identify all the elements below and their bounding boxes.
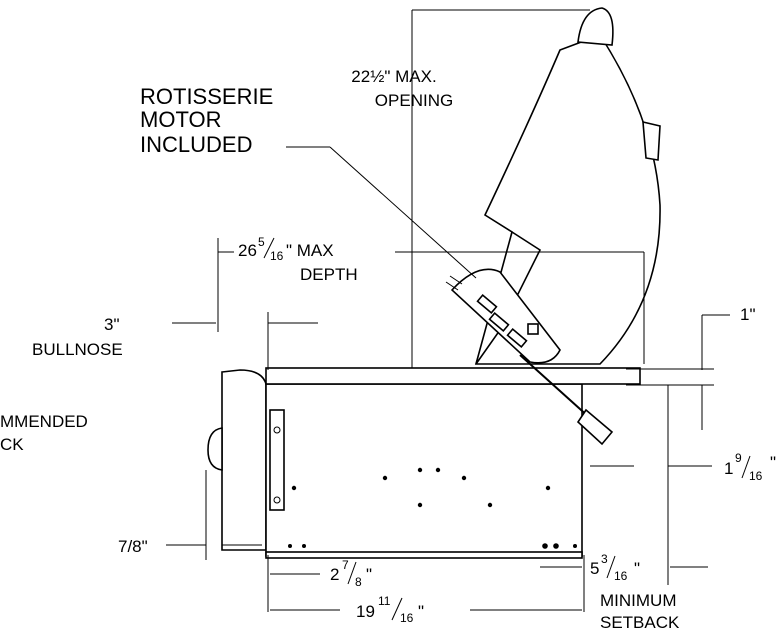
bracket-screw <box>273 426 281 434</box>
base-length-label: 19 11 16 " <box>356 594 424 625</box>
base-inset-label: 2 7 8 " <box>330 558 372 589</box>
fastener-dots <box>288 467 577 549</box>
svg-text:": " <box>366 565 372 584</box>
countertop-shelf <box>265 367 641 385</box>
rotisserie-motor <box>445 268 614 446</box>
power-cord <box>519 354 591 419</box>
motor-slot <box>506 328 528 348</box>
svg-text:1: 1 <box>724 459 733 478</box>
recommended-line1: MMENDED <box>0 412 88 431</box>
motor-callout-line3: INCLUDED <box>140 132 252 157</box>
recommended-line2: CK <box>0 435 24 454</box>
svg-text:16: 16 <box>749 469 763 483</box>
svg-text:": " <box>770 453 776 472</box>
base-rail <box>265 551 583 559</box>
motor-switch <box>527 323 539 335</box>
svg-text:7: 7 <box>342 558 349 572</box>
hood-top-knob <box>577 7 614 46</box>
labels: 22½" MAX. OPENING ROTISSERIE MOTOR INCLU… <box>0 67 776 632</box>
bullnose-label: 3" <box>104 315 120 334</box>
svg-text:8: 8 <box>355 575 362 589</box>
motor-callout-line1: ROTISSERIE <box>140 84 273 109</box>
svg-text:2: 2 <box>330 565 339 584</box>
svg-text:": " <box>634 559 640 578</box>
control-knob <box>207 427 223 471</box>
max-opening-label: 22½" MAX. <box>351 67 436 86</box>
setback-line2: SETBACK <box>600 613 680 632</box>
power-plug <box>576 408 614 446</box>
dimension-lines <box>166 9 730 612</box>
bullnose-sub: BULLNOSE <box>32 340 123 359</box>
svg-text:5: 5 <box>590 559 599 578</box>
svg-text:16: 16 <box>270 249 284 263</box>
hood-handle <box>642 120 661 161</box>
firebox <box>265 383 583 557</box>
motor-leader <box>329 146 477 279</box>
svg-text:16: 16 <box>400 611 414 625</box>
max-opening-sub: OPENING <box>375 91 453 110</box>
side-gap-label: 1 9 16 " <box>724 451 776 483</box>
svg-text:3: 3 <box>601 552 608 566</box>
bracket-screw <box>273 496 281 504</box>
side-bracket <box>269 409 285 511</box>
motor-prongs <box>445 275 463 291</box>
setback-line1: MINIMUM <box>600 591 676 610</box>
svg-text:26: 26 <box>238 241 257 260</box>
max-depth-label: 26 5 16 " MAX <box>238 235 334 263</box>
motor-slot <box>488 312 510 332</box>
motor-callout-line2: MOTOR <box>140 107 221 132</box>
setback-label: 5 3 16 " <box>590 552 640 583</box>
svg-text:19: 19 <box>356 602 375 621</box>
svg-text:11: 11 <box>378 594 391 608</box>
svg-text:16: 16 <box>614 569 628 583</box>
svg-text:" MAX: " MAX <box>286 241 334 260</box>
thickness-label: 1" <box>740 305 756 324</box>
motor-slot <box>476 294 498 314</box>
svg-text:9: 9 <box>735 451 742 465</box>
svg-text:": " <box>418 602 424 621</box>
svg-text:5: 5 <box>258 235 265 249</box>
hood-seam <box>484 214 513 233</box>
motor-housing <box>450 268 561 364</box>
front-offset-label: 7/8" <box>118 537 148 556</box>
max-depth-sub: DEPTH <box>300 265 358 284</box>
bullnose-panel <box>221 369 267 551</box>
